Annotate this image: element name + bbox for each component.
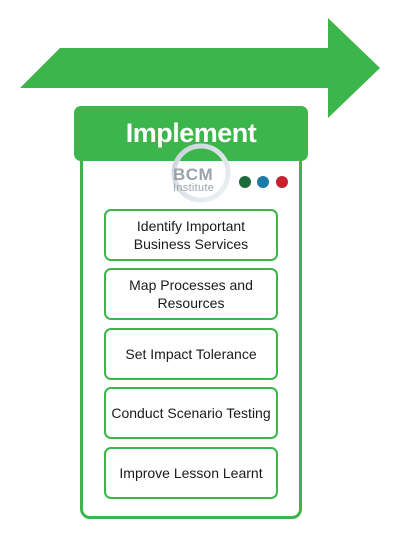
implement-header: Implement: [74, 106, 308, 161]
header-title: Implement: [125, 118, 257, 148]
bcm-institute-logo: BCM Institute: [165, 143, 245, 203]
step-identify-business-services: Identify Important Business Services: [104, 209, 278, 261]
step-conduct-scenario-testing: Conduct Scenario Testing: [104, 387, 278, 439]
step-improve-lesson-learnt: Improve Lesson Learnt: [104, 447, 278, 499]
step-set-impact-tolerance: Set Impact Tolerance: [104, 328, 278, 380]
blue-dot: [257, 176, 269, 188]
logo-ring-icon: [171, 143, 231, 203]
red-dot: [276, 176, 288, 188]
green-dot: [239, 176, 251, 188]
logo-text-main: BCM: [173, 165, 214, 184]
direction-arrow: [20, 18, 380, 118]
logo-text-sub: Institute: [173, 182, 215, 194]
step-map-processes-resources: Map Processes and Resources: [104, 268, 278, 320]
